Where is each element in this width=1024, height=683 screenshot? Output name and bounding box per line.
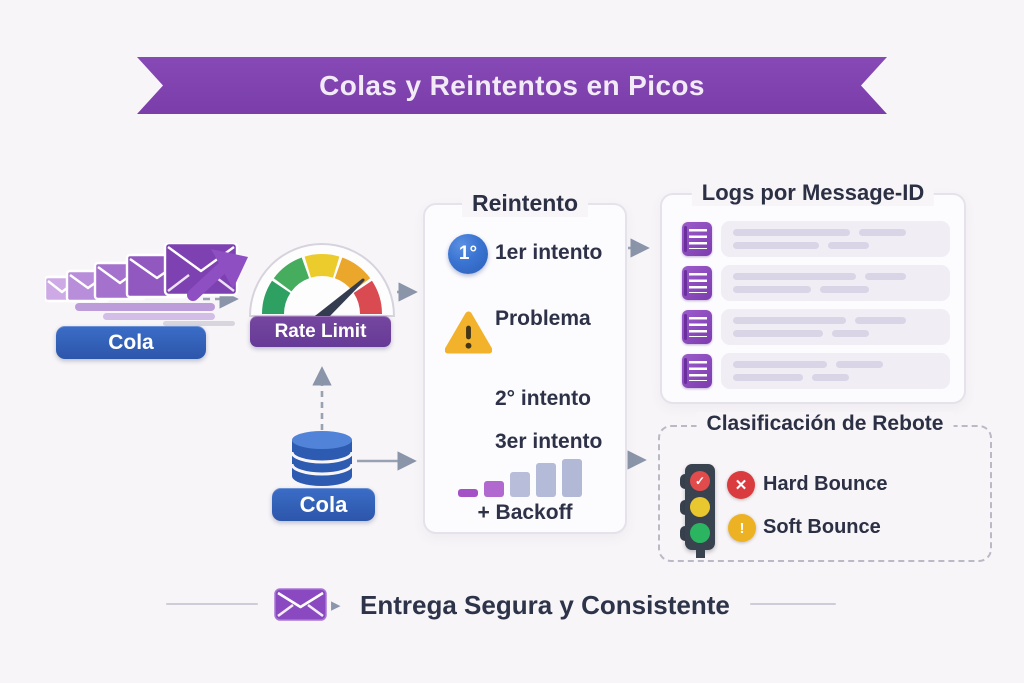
document-icon <box>682 266 712 300</box>
footer-rule-right <box>750 603 836 605</box>
rate-limit-gauge-icon <box>248 243 396 318</box>
hard-bounce-label: Hard Bounce <box>763 473 888 495</box>
attempt-2-label: 2° intento <box>495 387 591 410</box>
attempt-1-label: 1er intento <box>495 241 603 264</box>
soft-bounce-icon: ! <box>728 514 756 542</box>
soft-bounce-label: Soft Bounce <box>763 516 881 538</box>
log-rows <box>682 221 950 389</box>
backoff-label: + Backoff <box>477 501 573 524</box>
log-row <box>682 309 950 345</box>
log-row <box>682 353 950 389</box>
db-queue-label: Cola <box>299 491 348 517</box>
email-stack-illustration <box>45 243 248 326</box>
traffic-light-green <box>690 523 710 543</box>
log-entry-placeholder <box>721 309 950 345</box>
log-entry-placeholder <box>721 265 950 301</box>
hard-bounce-icon: ✕ <box>727 471 755 499</box>
footer-rule-left <box>166 603 258 605</box>
log-entry-placeholder <box>721 221 950 257</box>
backoff-bar <box>510 472 530 497</box>
backoff-bar <box>458 489 478 497</box>
inbox-queue-label: Cola <box>108 330 154 354</box>
growth-arrow-icon <box>187 249 248 301</box>
footer-arrow-icon: ▸ <box>331 595 341 616</box>
problem-label: Problema <box>495 307 591 330</box>
traffic-light-yellow <box>690 497 710 517</box>
log-row <box>682 221 950 257</box>
document-icon <box>682 310 712 344</box>
footer-tagline: Entrega Segura y Consistente <box>360 590 730 620</box>
logs-panel-title: Logs por Message-ID <box>691 180 935 206</box>
retry-panel: Reintento 1° 1er intento Problema 2° int… <box>423 190 627 534</box>
document-icon <box>682 354 712 388</box>
document-icon <box>682 222 712 256</box>
backoff-bar <box>536 463 556 497</box>
backoff-bar <box>484 481 504 497</box>
bounce-panel-title: Clasificación de Rebote <box>696 412 954 436</box>
hard-bounce-glyph: ✕ <box>734 477 748 494</box>
warning-icon <box>445 311 492 354</box>
database-icon <box>290 431 354 486</box>
traffic-light-red: ✓ <box>690 471 710 491</box>
attempt-1-badge: 1° <box>448 234 488 274</box>
log-row <box>682 265 950 301</box>
title-ribbon: Colas y Reintentos en Picos <box>137 57 887 114</box>
logs-panel: Logs por Message-ID <box>660 180 966 404</box>
bounce-panel: Clasificación de Rebote ✓ ✕ Hard Bounce … <box>658 412 992 562</box>
db-queue-button: Cola <box>272 488 375 521</box>
backoff-bar <box>562 459 582 497</box>
envelope-icon <box>274 588 327 621</box>
page-title: Colas y Reintentos en Picos <box>319 69 705 101</box>
inbox-queue-button: Cola <box>56 326 206 359</box>
soft-bounce-glyph: ! <box>739 519 745 537</box>
retry-panel-title: Reintento <box>461 190 589 217</box>
attempt-3-label: 3er intento <box>495 430 603 453</box>
rate-limit-label: Rate Limit <box>274 320 367 342</box>
backoff-bars <box>458 455 582 497</box>
gauge-needle <box>314 278 365 318</box>
rate-limit-button: Rate Limit <box>250 316 391 347</box>
log-entry-placeholder <box>721 353 950 389</box>
attempt-1-badge-text: 1° <box>458 243 478 264</box>
